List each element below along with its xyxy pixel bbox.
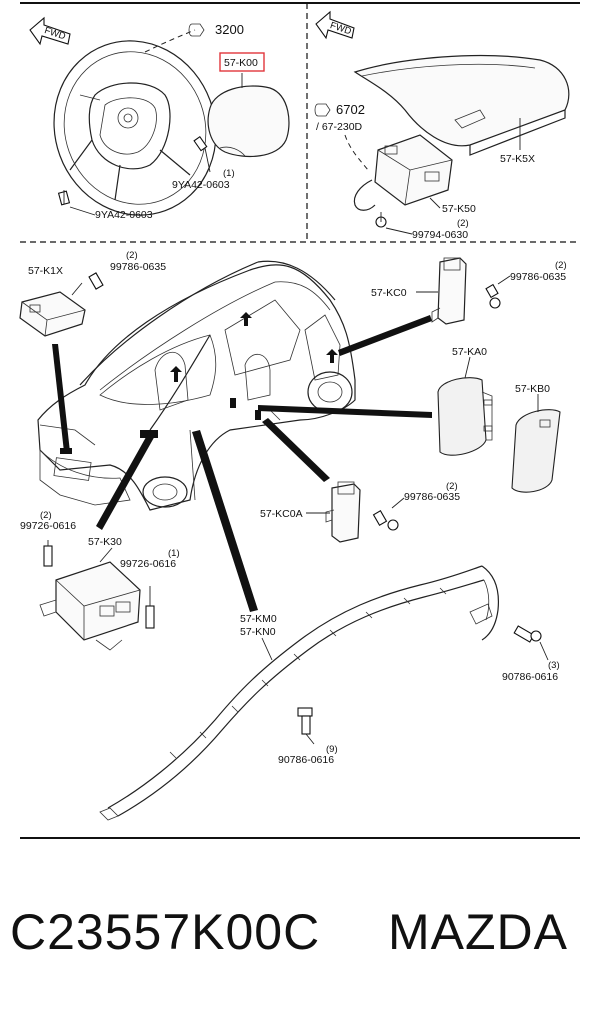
curtain-bolt-a-label: 90786-0616 — [502, 671, 558, 683]
sdm-bolt-a-qty: (2) — [40, 510, 52, 521]
sdm-bolt-b-label: 99726-0616 — [120, 558, 176, 570]
wiring-ref-label: 6702 — [336, 102, 365, 117]
fwd-arrow-icon-left: FWD — [29, 16, 71, 46]
seat-airbag-left-label: 57-KA0 — [452, 346, 487, 358]
pointer-seat-airbag — [258, 405, 432, 418]
side-sensor-front-bolt-label: 99786-0635 — [404, 491, 460, 503]
seat-airbag-right — [511, 394, 561, 493]
steering-wheel — [53, 40, 217, 216]
pointer-rear-sensor — [338, 315, 432, 356]
wheel-mount-bolt-icon — [57, 190, 71, 206]
fwd-arrow-icon-right: FWD — [315, 10, 355, 40]
seat-airbag-right-label: 57-KB0 — [515, 383, 550, 395]
sdm-bolt-b-qty: (1) — [168, 548, 180, 559]
inflator-bolt-icon — [375, 212, 413, 235]
pointer-front-sensor — [52, 344, 70, 452]
front-sensor-bolt-qty: (2) — [126, 250, 138, 261]
curtain-bolt-a-icon — [513, 625, 549, 661]
bolt-qty-1: (1) — [223, 168, 235, 179]
sdm-control-unit — [39, 547, 141, 651]
side-sensor-rear-label: 57-KC0 — [371, 287, 407, 299]
curtain-right-label: 57-KN0 — [240, 626, 276, 638]
curtain-bolt-b-label: 90786-0616 — [278, 754, 334, 766]
sdm-unit-label: 57-K30 — [88, 536, 122, 548]
side-sensor-rear-bolt-label: 99786-0635 — [510, 271, 566, 283]
curtain-left-label: 57-KM0 — [240, 613, 277, 625]
wiring-ref: 6702 / 67-230D — [314, 102, 369, 171]
curtain-airbag — [99, 565, 500, 821]
frame-lines — [20, 2, 580, 839]
brand-caption: MAZDA — [388, 904, 568, 960]
passenger-airbag-inflator — [353, 134, 453, 211]
passenger-airbag-label: 57-K50 — [442, 203, 476, 215]
passenger-cover-label: 57-K5X — [500, 153, 535, 165]
driver-airbag-label: 57-K00 — [224, 57, 258, 69]
bolt-99794-label: 99794-0630 — [412, 229, 468, 241]
seat-airbag-left — [437, 356, 493, 456]
sdm-bolt-a-icon — [43, 540, 53, 567]
vehicle-body — [37, 260, 356, 511]
front-sensor-bolt-label: 99786-0635 — [110, 261, 166, 273]
front-sensor-bolt-icon — [71, 272, 104, 296]
curtain-bolt-a-qty: (3) — [548, 660, 560, 671]
ref-3200: 3200 — [144, 22, 244, 53]
side-sensor-front-bolt-icon — [372, 497, 405, 531]
side-sensor-front-label: 57-KC0A — [260, 508, 303, 520]
side-sensor-rear-bolt-icon — [485, 275, 511, 309]
passenger-airbag-cover — [353, 54, 570, 156]
side-sensor-rear-bolt-qty: (2) — [555, 260, 567, 271]
bolt-99794-qty: (2) — [457, 218, 469, 229]
pointer-curtain — [192, 430, 258, 612]
side-sensor-front-bolt-qty: (2) — [446, 481, 458, 492]
sdm-bolt-b-icon — [145, 586, 155, 629]
part-code-caption: C23557K00C — [10, 904, 321, 960]
pointer-sdm — [96, 430, 156, 530]
steering-ref-label: 3200 — [215, 22, 244, 37]
sdm-bolt-a-label: 99726-0616 — [20, 520, 76, 532]
curtain-bolt-b-qty: (9) — [326, 744, 338, 755]
front-crash-sensor — [19, 291, 86, 337]
side-sensor-front — [325, 481, 361, 543]
side-sensor-rear — [431, 257, 467, 325]
front-sensor-label: 57-K1X — [28, 265, 63, 277]
airbag-bolt-icon — [193, 136, 211, 173]
driver-airbag-highlight: 57-K00 — [219, 52, 265, 72]
wiring-sub-label: / 67-230D — [316, 121, 363, 133]
bolt-9ya42-label-b: 9YA42-0603 — [95, 209, 153, 221]
curtain-bolt-b-icon — [297, 707, 315, 745]
parts-diagram: FWD 3200 57-K00 (1) 9YA42-0603 9YA — [19, 2, 580, 839]
bolt-9ya42-label: 9YA42-0603 — [172, 179, 230, 191]
driver-airbag-module — [207, 73, 290, 158]
pointer-front-side-sensor — [262, 418, 330, 482]
